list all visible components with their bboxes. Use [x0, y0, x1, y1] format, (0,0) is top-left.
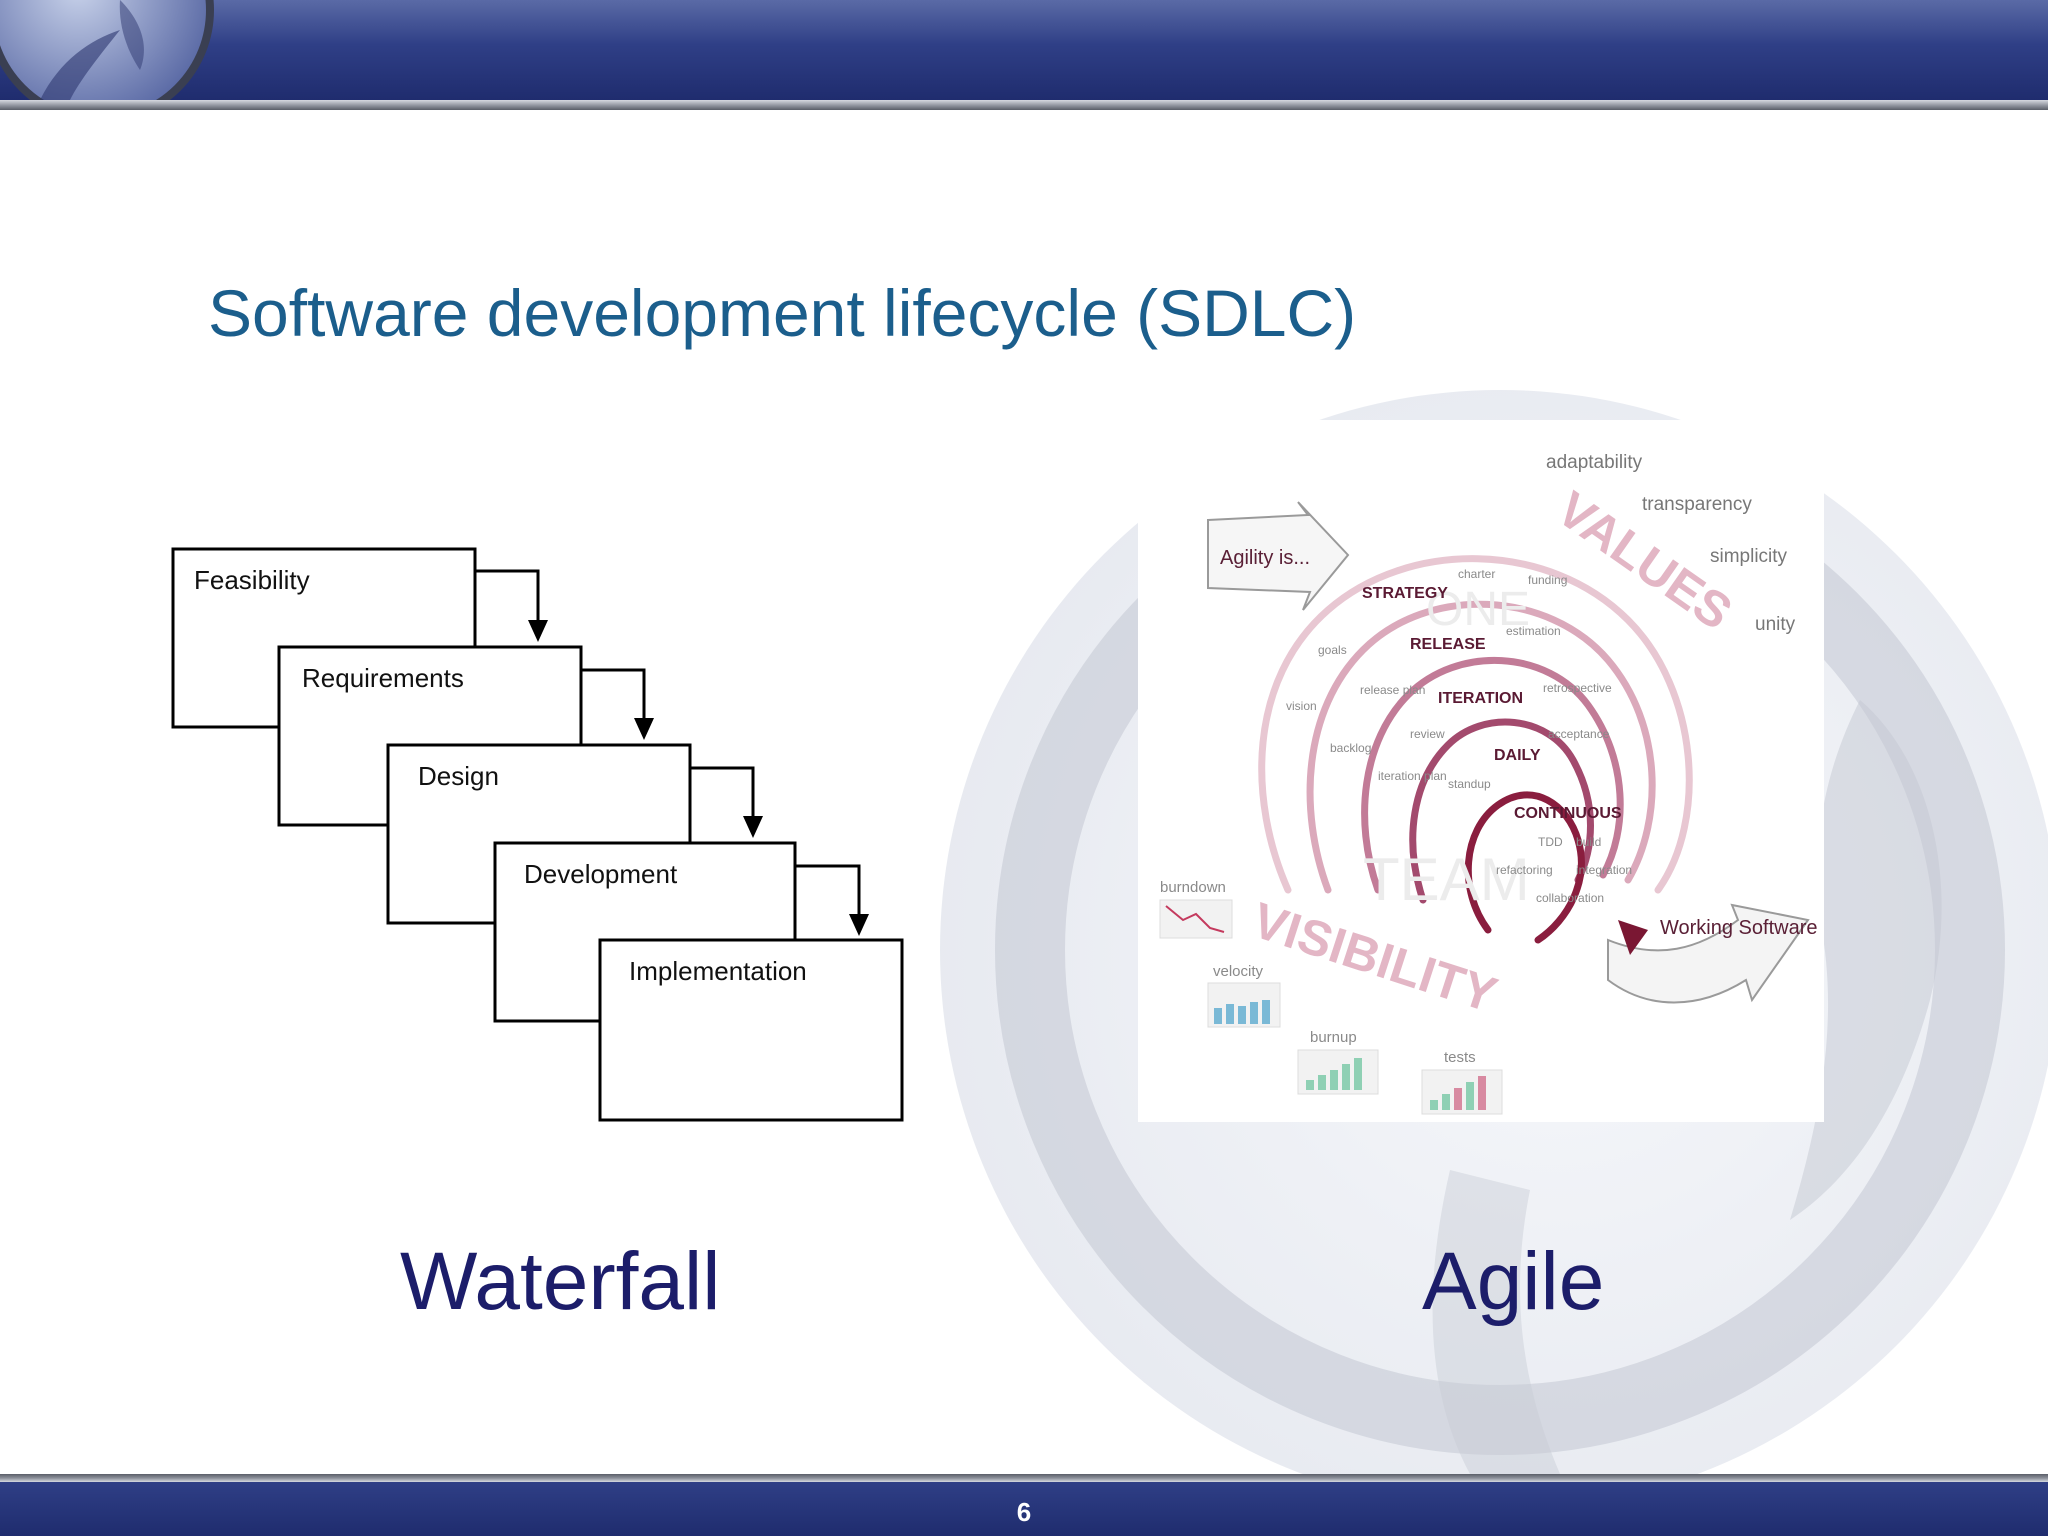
metric-burnup: burnup: [1310, 1029, 1357, 1046]
metric-tests: tests: [1444, 1049, 1476, 1066]
cycle-strategy: STRATEGY: [1362, 585, 1448, 602]
cycle-release: RELEASE: [1410, 636, 1486, 653]
slide-title: Software development lifecycle (SDLC): [208, 276, 1357, 350]
agility-intro: Agility is...: [1220, 547, 1310, 569]
term-acceptance: acceptance: [1548, 727, 1610, 741]
term-tdd: TDD: [1538, 835, 1563, 849]
footer-bar: [0, 1482, 2048, 1536]
term-goals: goals: [1318, 643, 1347, 657]
stage-label: Requirements: [302, 663, 464, 693]
term-estimation: estimation: [1506, 624, 1561, 638]
agile-diagram: Agility is... VALUES VISIBILITY adaptabi…: [1138, 420, 1824, 1122]
metric-charts-icon: [1159, 899, 1503, 1115]
term-collaboration: collaboration: [1536, 891, 1604, 905]
stage-label: Implementation: [629, 956, 807, 986]
header-bar: [0, 0, 2048, 100]
team-word-team: TEAM: [1363, 846, 1530, 913]
cycle-daily: DAILY: [1494, 747, 1541, 764]
stage-label: Design: [418, 761, 499, 791]
term-backlog: backlog: [1330, 741, 1371, 755]
term-release-plan: release plan: [1360, 683, 1425, 697]
agile-caption: Agile: [1422, 1236, 1605, 1327]
metric-velocity: velocity: [1213, 963, 1264, 980]
owasp-logo-icon: [0, 0, 214, 100]
output-label: Working Software: [1660, 917, 1817, 939]
value-adaptability: adaptability: [1546, 452, 1643, 473]
term-review: review: [1410, 727, 1445, 741]
stage-label: Development: [524, 859, 678, 889]
cycle-iteration: ITERATION: [1438, 690, 1523, 707]
metric-burndown: burndown: [1160, 879, 1226, 896]
value-transparency: transparency: [1642, 494, 1752, 515]
footer-rule: [0, 1474, 2048, 1482]
term-iteration-plan: iteration plan: [1378, 769, 1447, 783]
slide-number: 6: [1016, 1497, 1032, 1527]
team-word-one: ONE: [1426, 583, 1530, 636]
term-integration: integration: [1576, 863, 1632, 877]
term-refactoring: refactoring: [1496, 863, 1553, 877]
cycle-continuous: CONTINUOUS: [1514, 805, 1622, 822]
value-unity: unity: [1755, 614, 1796, 635]
term-standup: standup: [1448, 777, 1491, 791]
value-simplicity: simplicity: [1710, 546, 1788, 567]
term-vision: vision: [1286, 699, 1317, 713]
term-retrospective: retrospective: [1543, 681, 1612, 695]
term-funding: funding: [1528, 573, 1567, 587]
header-rule: [0, 100, 2048, 110]
waterfall-caption: Waterfall: [400, 1236, 721, 1327]
term-charter: charter: [1458, 567, 1495, 581]
term-build: build: [1576, 835, 1601, 849]
stage-label: Feasibility: [194, 565, 310, 595]
waterfall-stage-implementation: Implementation: [598, 938, 904, 1122]
